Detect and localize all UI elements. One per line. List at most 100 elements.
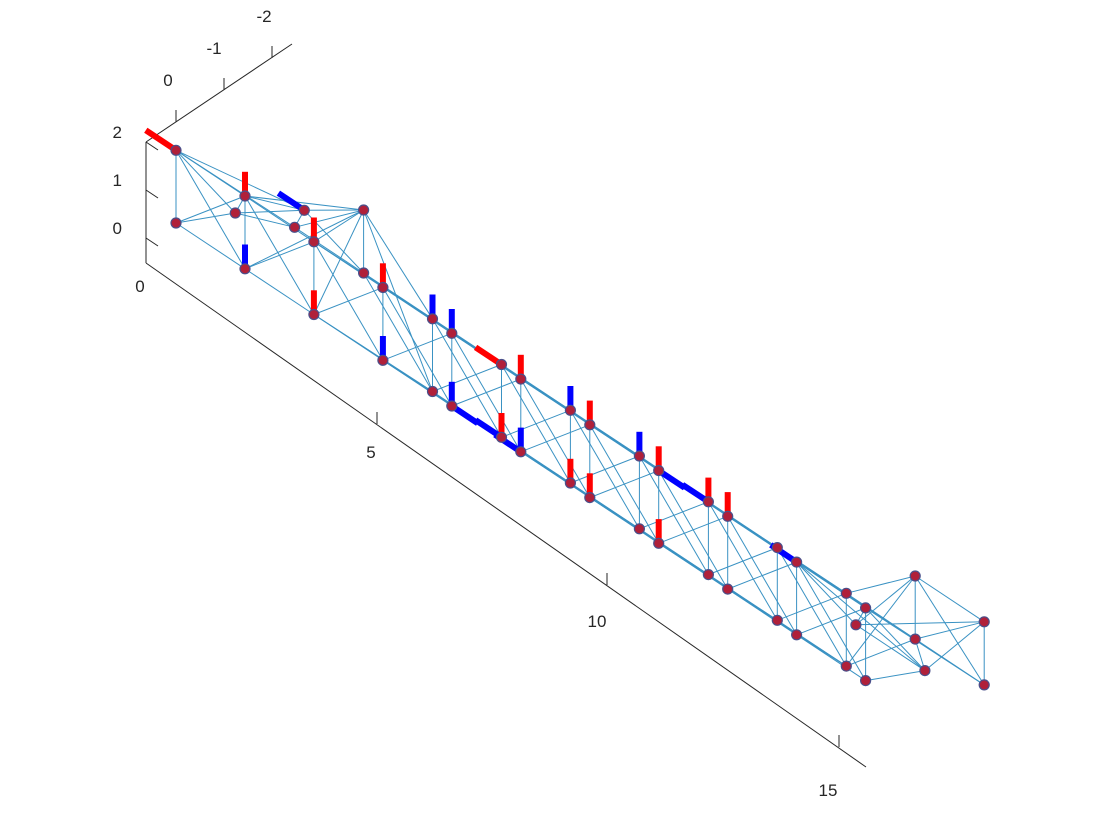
truss-node (495, 431, 508, 443)
truss-edge (244, 195, 315, 315)
truss-edge (707, 501, 778, 621)
truss-edge (796, 561, 926, 671)
z-tick-label-0: 0 (113, 219, 122, 238)
truss-edge (244, 268, 315, 315)
truss-edge (244, 195, 364, 211)
truss-node (633, 523, 646, 535)
truss-edge (175, 149, 305, 211)
truss-edge (914, 575, 985, 686)
truss-edge (658, 470, 729, 590)
truss-node (446, 327, 458, 339)
truss-node (446, 400, 458, 412)
truss-node (170, 144, 182, 156)
truss-node (426, 385, 439, 398)
truss-edge (382, 287, 453, 407)
positive-force-arrow (144, 127, 178, 153)
truss-edge (175, 212, 236, 224)
z-tick-mark (145, 237, 159, 247)
truss-node (584, 419, 596, 431)
tick-labels: 0 5 10 15 0 -1 -2 0 1 2 (113, 7, 838, 800)
truss-nodes (170, 144, 990, 691)
truss-node (239, 190, 251, 202)
truss-edge (175, 149, 236, 214)
truss-edge (363, 272, 433, 392)
truss-node (702, 496, 715, 508)
truss-edge (175, 222, 246, 270)
truss-edge (294, 209, 364, 228)
truss-edge (244, 195, 305, 211)
truss-node (859, 602, 872, 614)
truss-node (850, 619, 862, 631)
truss-edge (845, 575, 916, 667)
truss-edge (520, 451, 709, 576)
truss-edge (658, 542, 847, 667)
truss-node (653, 465, 665, 477)
truss-edge (501, 364, 571, 484)
truss-node (564, 477, 577, 489)
truss-node (702, 568, 715, 581)
truss-node (377, 354, 389, 366)
truss-node (859, 674, 872, 687)
truss-edge (363, 209, 433, 392)
truss-edge (855, 624, 926, 672)
truss-edge (294, 226, 364, 274)
truss-edge (569, 410, 640, 530)
truss-edge (235, 209, 305, 214)
truss-node (308, 236, 320, 248)
truss-edge (855, 621, 985, 626)
truss-node (840, 587, 852, 599)
y-tick-label-minus-1: -1 (206, 39, 221, 58)
truss-node (239, 263, 251, 275)
truss-edge (313, 241, 384, 361)
truss-node (978, 616, 990, 628)
truss-node (358, 204, 370, 216)
truss-node (495, 358, 508, 371)
truss-node (298, 204, 310, 216)
truss-edge (520, 378, 591, 498)
truss-edge (244, 209, 364, 270)
z-tick-label-2: 2 (113, 123, 122, 142)
truss-node (840, 660, 852, 672)
truss-edge (796, 634, 866, 682)
truss-edge (846, 575, 916, 594)
truss-node (978, 679, 990, 691)
truss-edge (432, 318, 502, 438)
truss-node (919, 664, 931, 677)
truss-node (289, 221, 301, 233)
truss-node (358, 267, 370, 279)
truss-node (909, 570, 921, 582)
truss-edge (846, 638, 916, 667)
truss-edge (244, 195, 315, 243)
z-tick-label-1: 1 (113, 171, 122, 190)
truss-node (909, 633, 921, 645)
truss-node (564, 404, 577, 416)
truss-edge (865, 607, 926, 671)
axes-group (145, 43, 867, 768)
truss-edge (589, 497, 778, 621)
truss-edge (175, 150, 246, 270)
truss-edge (796, 561, 867, 681)
truss-node (515, 373, 527, 385)
truss-edge (235, 212, 295, 228)
truss-edge (727, 516, 798, 636)
truss-edge (796, 561, 866, 609)
y-tick-label-minus-2: -2 (256, 7, 271, 26)
y-axis-line (145, 43, 293, 143)
truss-edge (924, 621, 985, 671)
y-tick-label-0: 0 (163, 71, 172, 90)
truss-node (426, 313, 439, 325)
truss-edge (846, 592, 916, 640)
truss-edge (363, 209, 433, 320)
truss-node (790, 629, 803, 641)
truss-edge (451, 333, 522, 453)
truss-node (308, 308, 320, 321)
x-tick-label-5: 5 (366, 443, 375, 462)
truss-edge (796, 561, 857, 626)
truss-edge (914, 575, 985, 623)
z-tick-mark (145, 189, 159, 199)
truss-edge (313, 209, 364, 243)
truss-node (170, 217, 182, 229)
x-axis-line (145, 262, 867, 768)
truss-edge (727, 588, 797, 636)
truss-node (790, 556, 803, 568)
